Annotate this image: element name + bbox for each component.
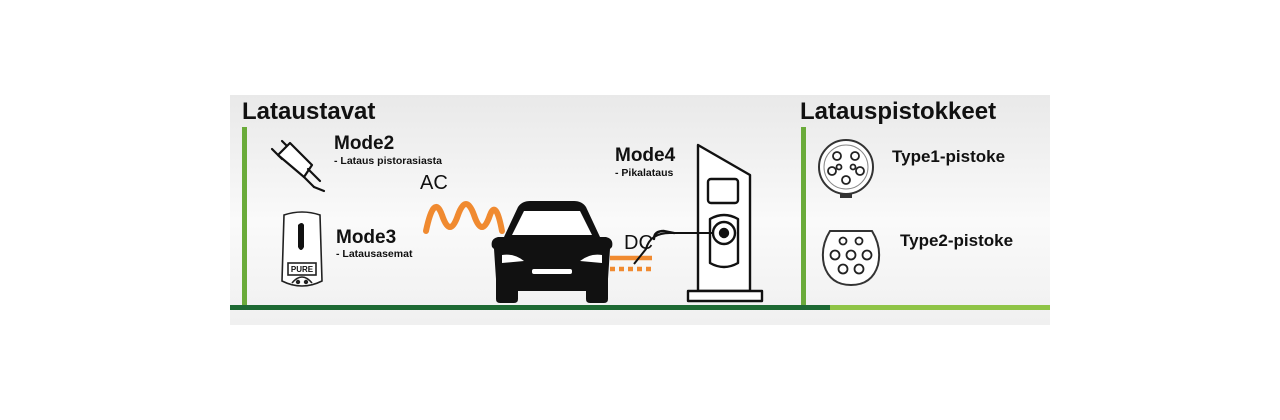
right-accent-bar: [801, 127, 806, 305]
mode4-subtitle: - Pikalataus: [615, 167, 674, 179]
wallbox-icon: PURE: [281, 211, 323, 287]
charging-plugs-title: Latauspistokkeet: [800, 98, 997, 125]
type2-label: Type2-pistoke: [900, 231, 1014, 250]
mode4-title: Mode4: [615, 145, 676, 166]
mode3-subtitle: - Latausasemat: [336, 248, 413, 260]
charging-diagram-panel: Lataustavat Mode2 - Lataus pistorasiasta…: [230, 95, 1050, 325]
charging-modes-title: Lataustavat: [242, 98, 376, 125]
type2-connector-icon: [821, 230, 881, 287]
plug-icon: [270, 139, 326, 193]
mode2-title: Mode2: [334, 133, 395, 154]
car-icon: [491, 201, 613, 303]
ac-label: AC: [420, 172, 448, 194]
type1-label: Type1-pistoke: [892, 147, 1006, 166]
ac-cable-icon: [423, 201, 505, 234]
charging-station-icon: [633, 143, 764, 303]
wallbox-brand-label: PURE: [291, 265, 314, 274]
left-accent-bar: [242, 127, 247, 305]
dc-cable-icon: [610, 255, 652, 272]
ground-line-dark: [230, 305, 1050, 310]
type1-connector-icon: [818, 139, 874, 198]
mode3-title: Mode3: [336, 227, 397, 248]
ground-line-light: [830, 305, 1050, 310]
mode2-subtitle: - Lataus pistorasiasta: [334, 155, 442, 167]
